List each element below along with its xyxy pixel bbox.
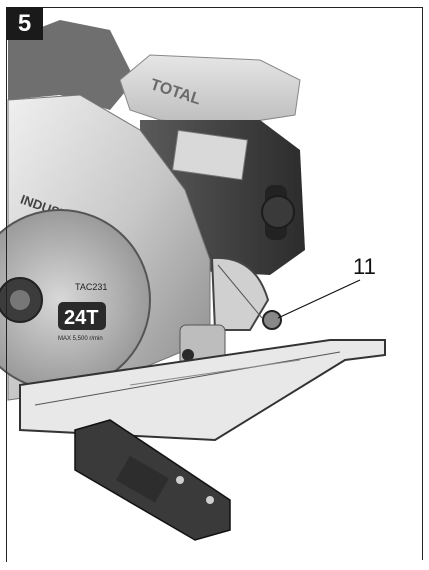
spec-label-plate: [171, 129, 249, 181]
fence-clamp: [115, 455, 169, 503]
arbor-nut: [10, 290, 30, 310]
upper-housing: [8, 20, 135, 110]
figure-number-badge: 5: [6, 7, 43, 40]
frame-top-border: [6, 7, 423, 8]
blade-model-text: TAC231: [75, 282, 107, 292]
blade-teeth-text: 24T: [64, 307, 98, 329]
callout-label: 11: [353, 254, 376, 279]
bevel-lock-knob: [262, 310, 282, 330]
blade-teeth-badge: [58, 302, 106, 330]
motor-end-cap: [261, 195, 295, 229]
top-handle: [119, 54, 301, 126]
base-plate: [19, 339, 386, 442]
frame-left-border: [6, 7, 7, 562]
frame-right-border: [422, 7, 423, 560]
callout-leader-line: [277, 279, 361, 319]
blade-speed-text: MAX 5,500 r/min: [58, 336, 103, 342]
pivot-screw: [182, 349, 194, 361]
